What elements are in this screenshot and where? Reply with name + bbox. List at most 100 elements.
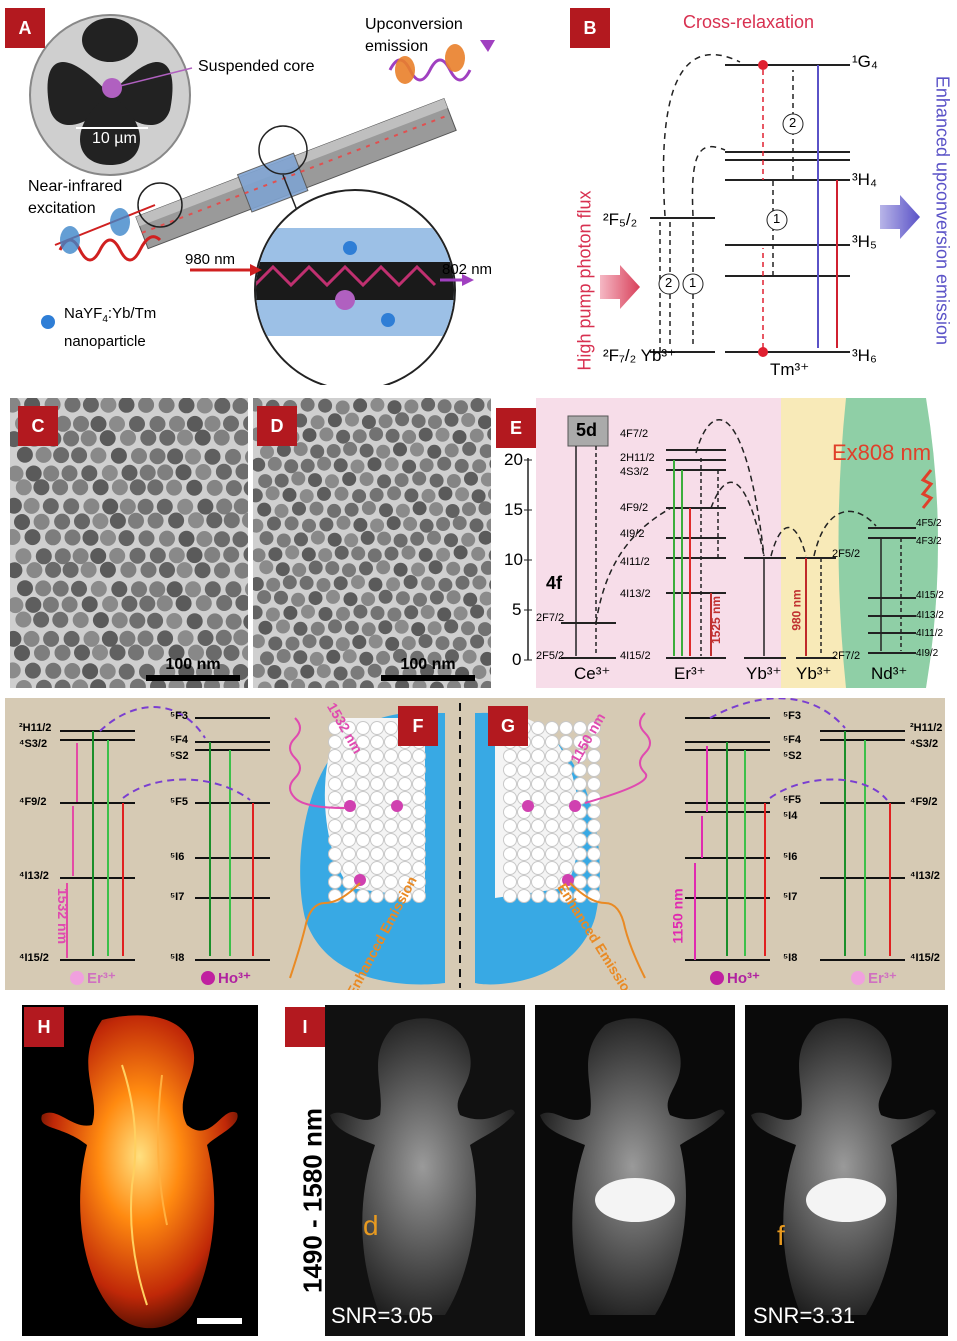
- nanoparticle: [300, 398, 315, 412]
- lattice-sphere: [412, 889, 426, 903]
- lattice-sphere: [370, 861, 384, 875]
- nanoparticle: [336, 606, 350, 621]
- nanoparticle: [194, 429, 211, 446]
- lattice-sphere: [587, 875, 601, 889]
- lattice-sphere: [559, 847, 573, 861]
- nanoparticle: [393, 648, 407, 663]
- lattice-sphere: [398, 777, 412, 791]
- lattice-sphere: [384, 889, 398, 903]
- nanoparticle: [53, 447, 70, 464]
- nanoparticle: [195, 595, 212, 612]
- lattice-sphere: [384, 735, 398, 749]
- g-er-s32: ⁴S3/2: [910, 738, 939, 750]
- nanoparticle: [225, 581, 242, 598]
- lattice-sphere: [328, 847, 342, 861]
- nanoparticle: [120, 561, 137, 578]
- nanoparticle: [52, 611, 69, 628]
- nanoparticle: [215, 629, 232, 646]
- nanoparticle: [369, 427, 384, 442]
- nanoparticle: [253, 488, 263, 503]
- nanoparticle: [309, 501, 324, 516]
- nanoparticle: [253, 548, 266, 563]
- f-ho-ion: Ho³⁺: [218, 970, 251, 987]
- lattice-sphere: [573, 763, 587, 777]
- nanoparticle: [403, 575, 418, 589]
- lattice-sphere: [587, 847, 601, 861]
- nanoparticle: [267, 456, 282, 471]
- scale-label-d: 100 nm: [400, 656, 456, 673]
- nanoparticle: [139, 595, 156, 612]
- nanoparticle: [14, 645, 30, 661]
- nanoparticle: [402, 429, 417, 444]
- nanoparticle: [25, 596, 42, 613]
- nanoparticle: [206, 613, 223, 630]
- nanoparticle: [411, 622, 426, 637]
- nanoparticle: [351, 546, 366, 561]
- nanoparticle: [242, 645, 248, 661]
- lattice-sphere: [384, 833, 398, 847]
- nanoparticle: [156, 498, 173, 515]
- high-pump-label: High pump photon flux: [574, 190, 595, 371]
- panel-b-badge: B: [570, 8, 610, 48]
- marker-d: d: [363, 1210, 379, 1241]
- nanoparticle: [82, 398, 99, 413]
- nanoparticle: [121, 595, 138, 612]
- nanoparticle: [413, 592, 427, 607]
- nanoparticle: [101, 630, 118, 647]
- lattice-sphere: [545, 805, 559, 819]
- nanoparticle: [360, 530, 375, 545]
- nanoparticle: [427, 530, 441, 545]
- nanoparticle: [215, 463, 232, 480]
- nanoparticle: [80, 561, 97, 578]
- nanoparticle: [479, 591, 491, 606]
- nanoparticle: [285, 636, 300, 651]
- lattice-sphere: [517, 833, 531, 847]
- nanoparticle: [429, 502, 444, 517]
- ce-f72: 2F7/2: [536, 612, 565, 624]
- f-ho-i8: ⁵I8: [170, 952, 185, 964]
- lattice-sphere: [328, 763, 342, 777]
- nanoparticle: [387, 607, 402, 622]
- lattice-sphere: [356, 763, 370, 777]
- lattice-sphere: [503, 819, 517, 833]
- ce-ion: Ce³⁺: [574, 664, 611, 683]
- lattice-sphere: [356, 735, 370, 749]
- ytick-10: 10: [504, 550, 523, 569]
- nanoparticle: [421, 576, 436, 591]
- nanoparticle: [223, 644, 240, 661]
- lattice-sphere: [412, 861, 426, 875]
- lattice-sphere: [412, 805, 426, 819]
- 5d-label: 5d: [576, 420, 598, 440]
- lattice-sphere: [531, 819, 545, 833]
- cross-relaxation-label: Cross-relaxation: [683, 12, 815, 32]
- g-ho-i4: ⁵I4: [783, 810, 798, 822]
- nanoparticle: [223, 512, 240, 529]
- level-h6: ³H₆: [852, 346, 877, 365]
- lattice-sphere: [573, 847, 587, 861]
- nanoparticle: [386, 516, 401, 531]
- lattice-sphere: [398, 819, 412, 833]
- nanoparticle: [129, 678, 146, 688]
- nanoparticle: [310, 530, 325, 545]
- nanoparticle: [74, 513, 90, 530]
- lattice-sphere: [342, 889, 356, 903]
- lattice-sphere: [587, 721, 601, 735]
- nanoparticle: [168, 547, 185, 564]
- nanoparticle: [309, 651, 324, 666]
- nanoparticle: [45, 529, 61, 546]
- lattice-sphere: [517, 749, 531, 763]
- lattice-sphere: [559, 805, 573, 819]
- nanoparticle: [435, 427, 450, 442]
- nanoparticle: [15, 611, 32, 628]
- nanoparticle: [10, 529, 21, 545]
- nanoparticle: [446, 561, 461, 576]
- lattice-sphere: [531, 833, 545, 847]
- nanoparticle: [25, 465, 42, 482]
- lattice-sphere: [356, 721, 370, 735]
- nanoparticle: [488, 550, 491, 561]
- lattice-sphere: [384, 777, 398, 791]
- nanoparticle: [370, 518, 385, 533]
- nanoparticle: [258, 620, 273, 635]
- nanoparticle: [454, 400, 468, 415]
- nanoparticle: [472, 459, 487, 474]
